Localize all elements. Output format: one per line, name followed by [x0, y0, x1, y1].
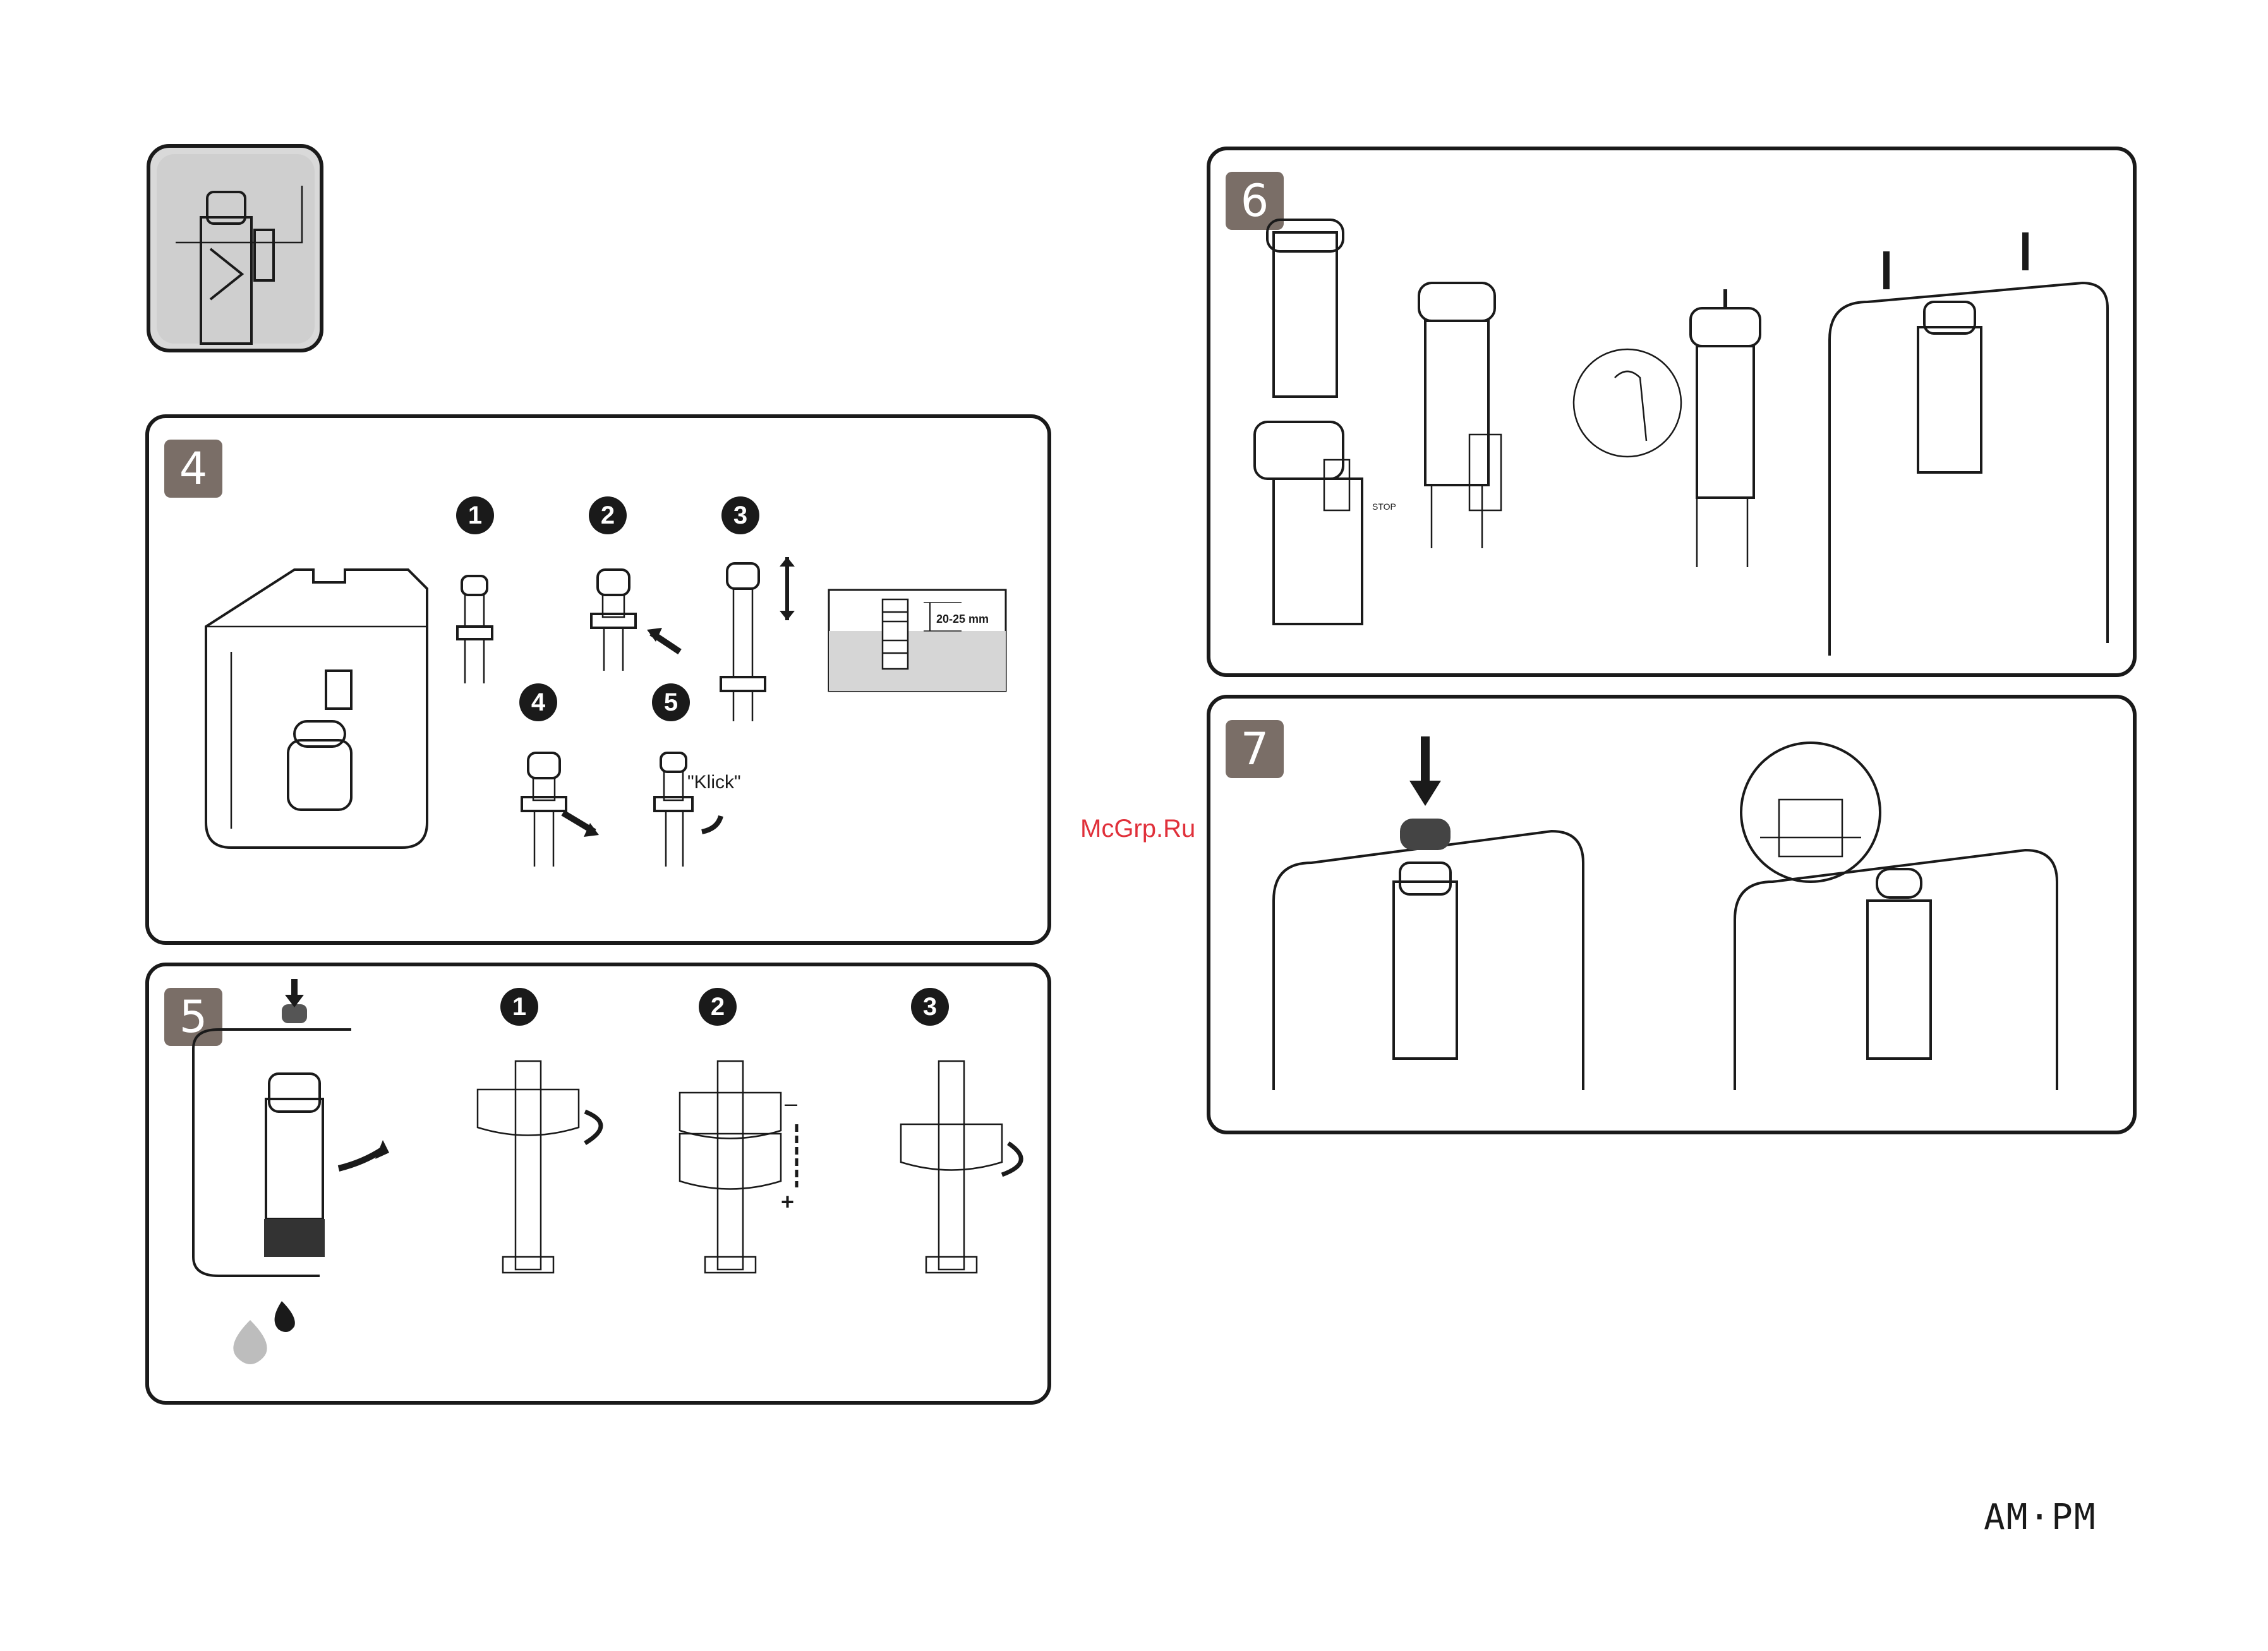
step-7-panel: 7 [1207, 695, 2137, 1134]
minus-label: – [785, 1090, 797, 1117]
measure-label: 20-25 mm [936, 613, 989, 626]
step-5-panel: 5 1 2 3 – + [145, 963, 1051, 1405]
step-5-sub-1: 1 [500, 988, 538, 1026]
screw-part-1 [452, 576, 503, 683]
valve-assembly-a [1248, 220, 1387, 624]
step-4-sub-5: 5 [652, 683, 690, 721]
step-6-panel: 6 STOP [1207, 147, 2137, 677]
step-5-sub-3: 3 [911, 988, 949, 1026]
step-4-sub-1: 1 [456, 496, 494, 534]
step-4-sub-4: 4 [519, 683, 557, 721]
water-level-inset [829, 590, 1006, 691]
valve-assembly-b [1400, 283, 1539, 548]
step-4-badge: 4 [164, 440, 222, 498]
watermark: McGrp.Ru [1080, 815, 1195, 843]
step-5-sub-2: 2 [699, 988, 737, 1026]
screw-part-5 [648, 753, 737, 867]
step-4-sub-3: 3 [721, 496, 759, 534]
brand-logo: AM·PM [1984, 1497, 2097, 1538]
screw-part-2 [585, 570, 686, 671]
tank-illustration [193, 532, 446, 873]
valve-assembly-c [1564, 289, 1804, 567]
step-4-panel: 4 1 2 3 4 5 [145, 414, 1051, 945]
float-adjust-3 [888, 1055, 1040, 1295]
tank-button-installed [1735, 736, 2063, 1090]
thumbnail-panel [147, 144, 323, 352]
flush-valve-thumbnail-illustration [150, 148, 327, 356]
klick-label: "Klick" [687, 772, 741, 793]
plus-label: + [781, 1189, 794, 1215]
tank-valve-illustration [193, 979, 446, 1358]
float-adjust-1 [465, 1055, 617, 1295]
screw-part-3 [718, 557, 806, 721]
step-4-sub-2: 2 [589, 496, 627, 534]
stop-label: STOP [1372, 501, 1396, 512]
tank-button-install [1274, 736, 1589, 1090]
screw-part-4 [516, 753, 617, 867]
tank-with-valve-6 [1817, 251, 2108, 656]
